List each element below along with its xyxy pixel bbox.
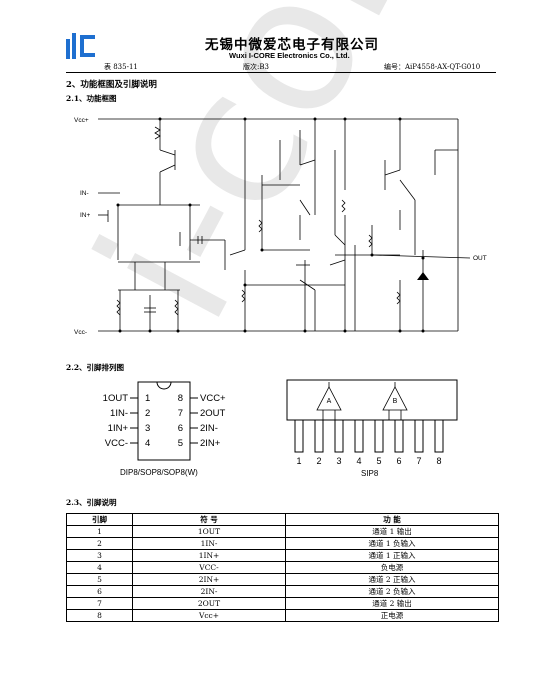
pin-cell: 2 [66, 537, 133, 550]
header-pin: 引脚 [66, 513, 133, 526]
dip-pin-name-5: 2IN+ [200, 438, 221, 449]
dip-pin-name-6: 2IN- [200, 423, 218, 434]
dip-pin-num-4: 4 [145, 438, 150, 449]
pin-cell: 4 [66, 561, 133, 574]
dip-pin-name-8: VCC+ [200, 393, 226, 404]
dip-pin-num-8: 8 [178, 393, 183, 404]
dip-pin-num-7: 7 [178, 408, 183, 419]
document-number: 编号：AiP4558-AX-QT-G010 [384, 63, 481, 71]
dip-package-diagram: 1OUT 1IN- 1IN+ VCC- 1 2 3 4 8 7 6 5 VCC+… [103, 381, 226, 477]
sip-pin-2: 2 [316, 456, 321, 466]
dip-pin-name-7: 2OUT [200, 408, 226, 419]
sip-pin-1: 1 [296, 456, 301, 466]
label-vcc-plus: Vcc+ [74, 117, 89, 124]
company-logo [66, 33, 96, 59]
section-title-2-2: 2.2、引脚排列图 [66, 363, 125, 372]
company-name-en: Wuxi I-CORE Electronics Co., Ltd. [229, 51, 350, 60]
sip-pin-7: 7 [416, 456, 421, 466]
pin-cell: 3 [66, 549, 133, 562]
pin-cell: 8 [66, 609, 133, 622]
section-title-2-1: 2.1、功能框图 [66, 94, 117, 103]
dip-pin-name-1: 1OUT [103, 393, 129, 404]
symbol-cell: 1IN+ [132, 549, 286, 562]
sip-caption: SIP8 [361, 469, 379, 478]
sip-pin-6: 6 [396, 456, 401, 466]
symbol-cell: VCC- [132, 561, 286, 574]
dip-pin-num-3: 3 [145, 423, 150, 434]
symbol-cell: 1OUT [132, 525, 286, 538]
company-name-cn: 无锡中微爱芯电子有限公司 [205, 37, 379, 53]
section-title-2-3: 2.3、引脚说明 [66, 498, 117, 507]
sip-pin-5: 5 [376, 456, 381, 466]
label-vcc-minus: Vcc- [74, 329, 87, 336]
dip-pin-num-2: 2 [145, 408, 150, 419]
pin-cell: 1 [66, 525, 133, 538]
function-cell: 正电源 [285, 609, 499, 622]
function-cell: 通道 1 负输入 [285, 537, 499, 550]
dip-pin-num-6: 6 [178, 423, 183, 434]
version: 版次:B3 [243, 63, 269, 71]
sip-package-diagram: A B 1 2 3 4 5 6 7 8 SIP8 [286, 379, 458, 478]
header-rule [66, 72, 496, 73]
sip-pin-3: 3 [336, 456, 341, 466]
label-out: OUT [473, 255, 487, 262]
pin-cell: 5 [66, 573, 133, 586]
dip-pin-name-3: 1IN+ [108, 423, 129, 434]
function-cell: 通道 1 正输入 [285, 549, 499, 562]
sip-pin-4: 4 [356, 456, 361, 466]
sip-pin-8: 8 [436, 456, 441, 466]
symbol-cell: 1IN- [132, 537, 286, 550]
function-cell: 通道 2 正输入 [285, 573, 499, 586]
dip-pin-name-2: 1IN- [110, 408, 128, 419]
dip-pin-num-1: 1 [145, 393, 150, 404]
header-symbol: 符 号 [132, 513, 286, 526]
label-in-plus: IN+ [80, 212, 91, 219]
pin-cell: 6 [66, 585, 133, 598]
symbol-cell: 2IN+ [132, 573, 286, 586]
dip-caption: DIP8/SOP8/SOP8(W) [120, 468, 198, 477]
section-title-2: 2、功能框图及引脚说明 [66, 80, 157, 90]
symbol-cell: Vcc+ [132, 609, 286, 622]
function-cell: 通道 2 输出 [285, 597, 499, 610]
function-cell: 通道 2 负输入 [285, 585, 499, 598]
form-number: 表 835-11 [104, 63, 138, 71]
header-function: 功 能 [285, 513, 499, 526]
symbol-cell: 2IN- [132, 585, 286, 598]
functional-block-diagram: Vcc+ Vcc- IN- IN+ OUT [74, 117, 487, 336]
label-in-minus: IN- [80, 190, 89, 197]
dip-pin-name-4: VCC- [105, 438, 128, 449]
amp-b-label: B [393, 398, 398, 405]
function-cell: 负电源 [285, 561, 499, 574]
symbol-cell: 2OUT [132, 597, 286, 610]
pin-cell: 7 [66, 597, 133, 610]
amp-a-label: A [327, 398, 332, 405]
table-header-row: 引脚 符 号 功 能 [66, 513, 499, 526]
dip-pin-num-5: 5 [178, 438, 183, 449]
function-cell: 通道 1 输出 [285, 525, 499, 538]
